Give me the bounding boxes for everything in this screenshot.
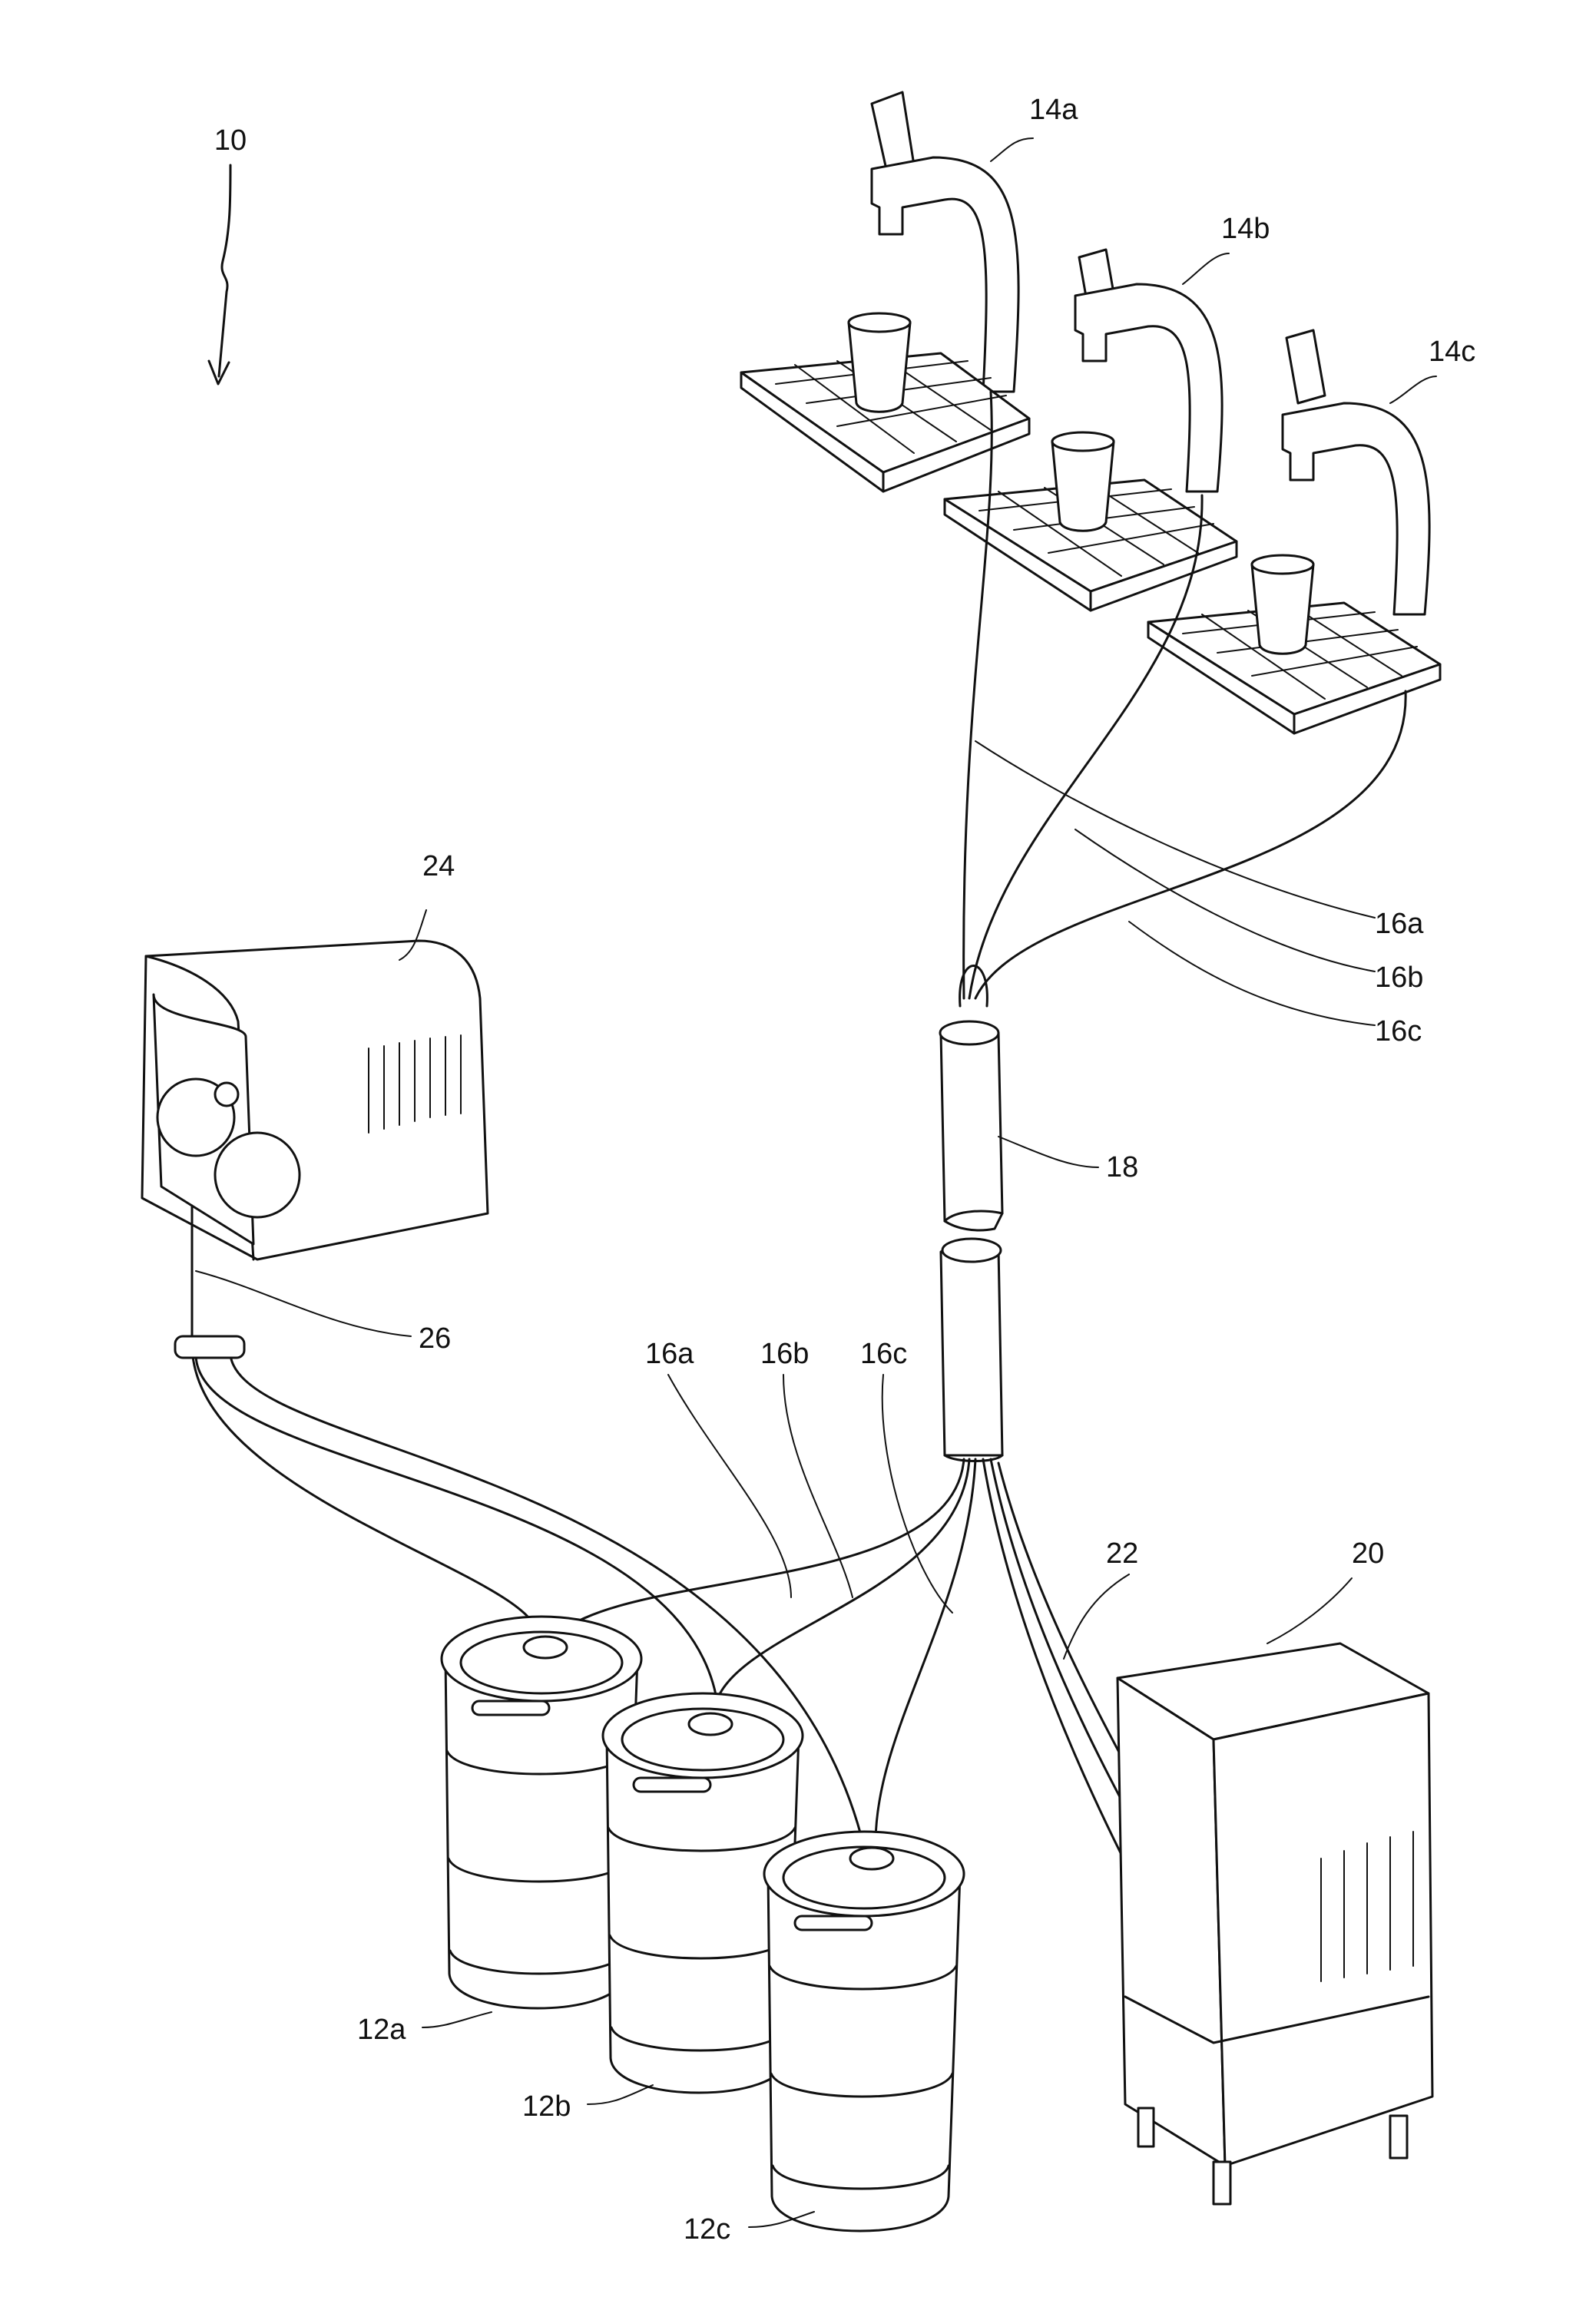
chiller-foot-1	[1138, 2108, 1154, 2146]
keg-handle-slot	[634, 1778, 710, 1792]
label-14a: 14a	[1029, 94, 1078, 126]
leader-18	[998, 1137, 1098, 1167]
leader-16a-lower	[668, 1375, 791, 1597]
label-26: 26	[419, 1322, 451, 1355]
keg-coupler	[689, 1713, 732, 1735]
tap-handle	[1286, 330, 1325, 403]
leader-12b	[588, 2085, 653, 2104]
gas-source-24	[142, 941, 488, 1259]
leader-22	[1064, 1574, 1129, 1659]
line-16a-lower	[553, 1459, 964, 1640]
label-16b-lower: 16b	[760, 1338, 809, 1370]
glass-rim	[1252, 555, 1313, 574]
label-14c: 14c	[1429, 336, 1475, 368]
python-lower-section	[941, 1244, 1002, 1455]
label-12b: 12b	[522, 2090, 571, 2123]
label-16b-upper: 16b	[1375, 961, 1423, 994]
tap-14a	[741, 92, 1029, 492]
system-arrow	[219, 165, 230, 376]
glass-rim	[1052, 432, 1114, 451]
python-break-lower	[942, 1239, 1001, 1262]
leader-14a	[991, 138, 1033, 161]
leader-14b	[1183, 253, 1229, 284]
chiller-front-face	[1214, 1693, 1432, 2166]
leader-16b	[1075, 829, 1375, 971]
keg-handle-slot	[472, 1701, 549, 1715]
leader-12a	[422, 2012, 492, 2027]
label-16a-lower: 16a	[645, 1338, 694, 1370]
keg-coupler	[524, 1637, 567, 1658]
label-16c-upper: 16c	[1375, 1015, 1422, 1048]
label-24: 24	[422, 850, 455, 882]
leader-16c	[1129, 922, 1375, 1025]
line-16c-upper	[975, 691, 1406, 998]
chiller-foot-3	[1390, 2116, 1407, 2158]
label-system: 10	[214, 124, 247, 157]
gas-line-26	[192, 1206, 538, 1636]
line-16a-upper	[964, 392, 992, 998]
label-20: 20	[1352, 1537, 1384, 1570]
label-16c-lower: 16c	[860, 1338, 907, 1370]
tap-handle	[872, 92, 914, 173]
leader-16c-lower	[882, 1375, 952, 1613]
leader-20	[1267, 1578, 1352, 1643]
system-reference: 10	[209, 124, 247, 384]
python-18	[940, 1021, 1002, 1461]
keg-12c	[764, 1832, 964, 2231]
label-12c: 12c	[684, 2213, 730, 2246]
leader-26	[196, 1271, 411, 1336]
keg-coupler	[850, 1848, 893, 1869]
python-top-cap	[940, 1021, 998, 1044]
line-16c-lower	[876, 1459, 975, 1843]
python-upper-section	[941, 1033, 1002, 1221]
gas-valve	[215, 1083, 238, 1106]
gas-line-clamp	[175, 1336, 244, 1358]
label-22: 22	[1106, 1537, 1138, 1570]
chiller-foot-2	[1214, 2162, 1230, 2204]
label-16a-upper: 16a	[1375, 908, 1424, 940]
chiller-left-face	[1118, 1678, 1225, 2166]
label-18: 18	[1106, 1151, 1138, 1183]
gas-cylinder-2	[215, 1133, 300, 1217]
chiller-20	[1118, 1643, 1432, 2204]
glass-rim	[849, 313, 910, 332]
label-14b: 14b	[1221, 213, 1270, 245]
label-12a: 12a	[357, 2014, 406, 2046]
leader-16a	[975, 741, 1375, 918]
leader-14c	[1390, 376, 1436, 403]
keg-handle-slot	[795, 1916, 872, 1930]
